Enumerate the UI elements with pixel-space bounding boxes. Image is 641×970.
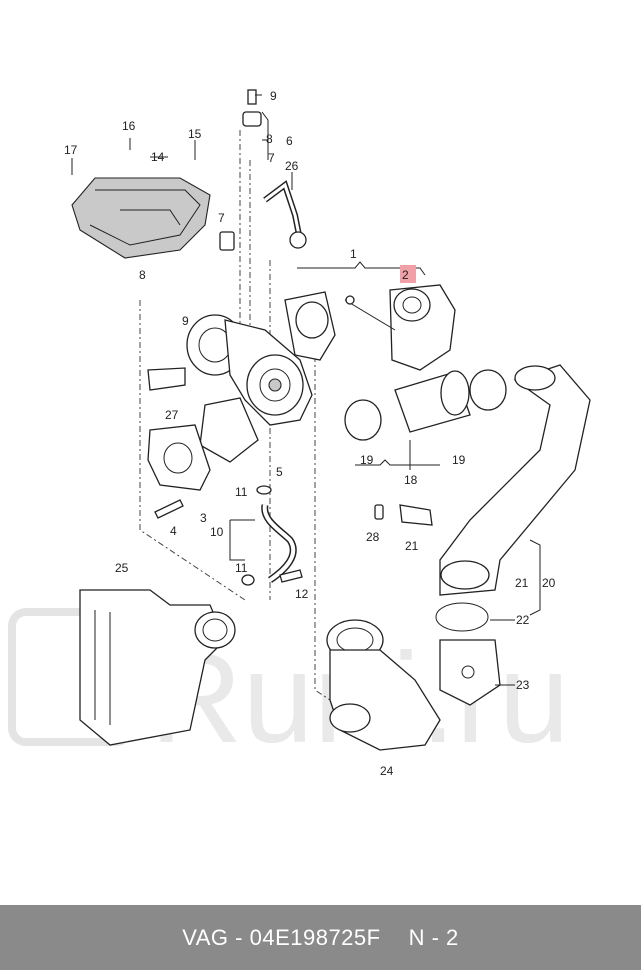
callout-24: 24 [380,764,394,778]
callout-8a: 8 [266,132,273,146]
intercooler-hose [439,364,591,596]
footer-part-number: VAG - 04E198725F [182,924,381,950]
callout-7b: 7 [218,211,225,225]
callout-23: 23 [516,678,530,692]
stud [154,499,184,519]
highlight-part-2 [400,265,416,283]
callout-9a: 9 [270,89,277,103]
oil-feed-pipe [154,89,262,290]
callout-9b: 9 [182,314,189,328]
callout-22: 22 [516,613,530,627]
leader-lines [71,94,541,686]
callout-2: 2 [402,268,409,282]
callout-5: 5 [276,465,283,479]
callout-15: 15 [188,127,202,141]
charge-air-pipe [344,369,507,441]
o-ring [435,602,489,632]
callout-17: 17 [64,143,78,157]
callout-labels: 2 1 3 4 5 6 7 7 8 8 9 9 10 11 11 12 14 1… [64,89,556,778]
callout-21a: 21 [405,539,419,553]
callout-11b: 11 [235,561,248,575]
guide-lines [139,130,331,701]
callout-3: 3 [200,511,207,525]
callout-6: 6 [286,134,293,148]
callout-21b: 21 [515,576,529,590]
footer-page-label: N - 2 [408,924,459,950]
callout-4: 4 [170,524,177,538]
callout-27: 27 [165,408,179,422]
callout-16: 16 [122,119,136,133]
oil-return-line [241,485,303,586]
wastegate-actuator [344,284,456,371]
callout-10: 10 [210,525,224,539]
callout-19a: 19 [360,453,374,467]
callout-7a: 7 [268,151,275,165]
callout-25: 25 [115,561,129,575]
callout-8b: 8 [139,268,146,282]
callout-12: 12 [295,587,309,601]
callout-20: 20 [542,576,556,590]
flange-gasket [147,424,211,491]
bracket [439,639,501,706]
callout-11a: 11 [235,485,248,499]
callout-19b: 19 [452,453,466,467]
turbocharger [147,291,336,463]
coolant-pipe [263,180,307,249]
callout-28: 28 [366,530,380,544]
callout-1: 1 [350,247,357,261]
callout-26: 26 [285,159,299,173]
footer-bar: VAG - 04E198725F N - 2 [0,905,641,970]
heat-shield [71,177,211,259]
callout-18: 18 [404,473,418,487]
catalytic-converter [79,589,236,746]
pressure-sensor [374,504,433,526]
intake-elbow [326,619,441,751]
exploded-parts-diagram: Rurti.ru [8,89,591,778]
callout-14: 14 [151,150,165,164]
